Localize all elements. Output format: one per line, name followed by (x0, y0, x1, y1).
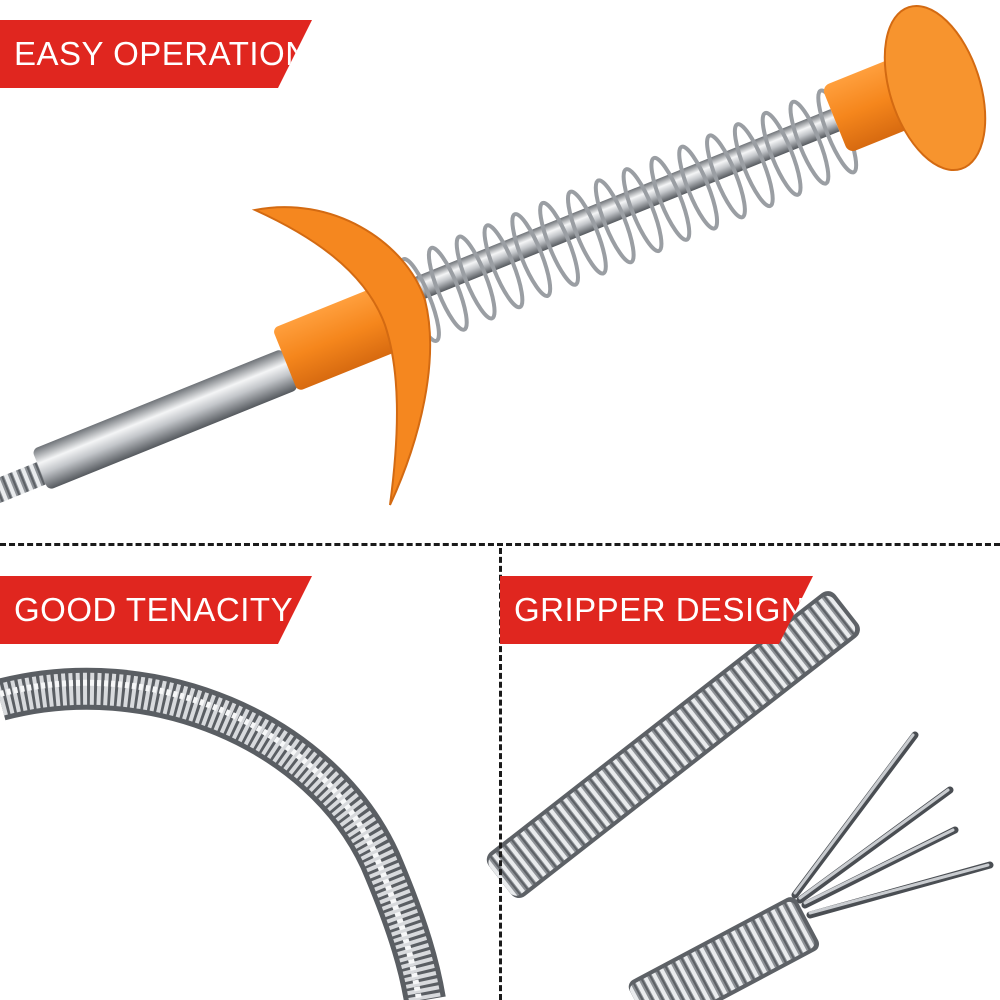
good-tenacity-label: GOOD TENACITY (14, 591, 294, 628)
good-tenacity-banner: GOOD TENACITY (0, 576, 312, 644)
orange-grip (251, 206, 432, 506)
horizontal-dashed-divider (0, 543, 1000, 546)
gripper-design-banner: GRIPPER DESIGN (500, 576, 813, 644)
flexible-cable (0, 667, 446, 1000)
vertical-dashed-divider (499, 548, 502, 1000)
easy-operation-banner: EASY OPERATION (0, 20, 312, 88)
easy-operation-label: EASY OPERATION (14, 35, 310, 72)
handle-assembly (0, 4, 987, 509)
gripper-design-label: GRIPPER DESIGN (514, 591, 806, 628)
gripper-cables (486, 591, 994, 1000)
orange-end-cap (823, 4, 987, 172)
